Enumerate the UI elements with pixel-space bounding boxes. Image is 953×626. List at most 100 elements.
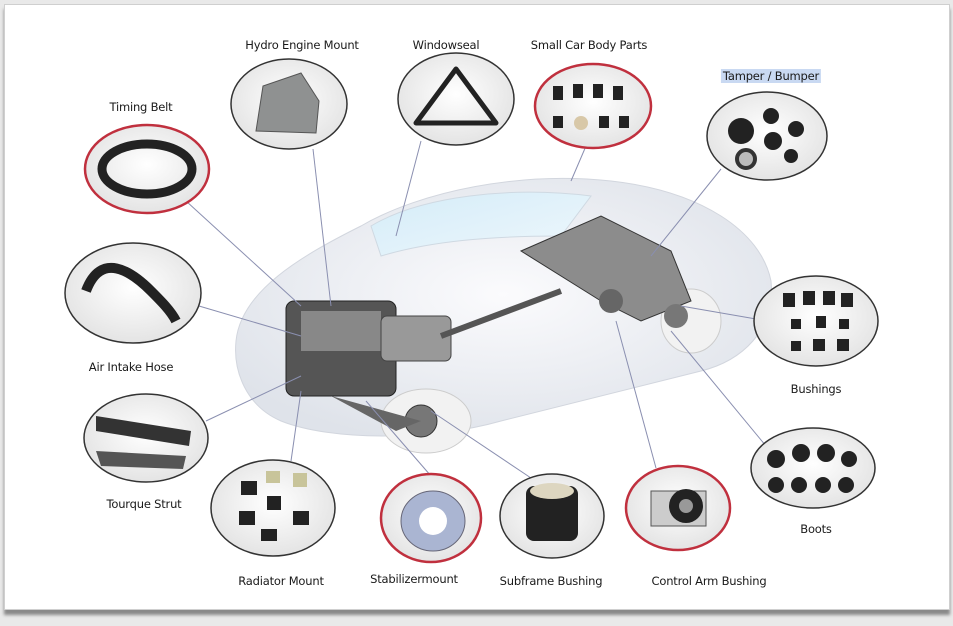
illustration-shape: [735, 148, 757, 170]
illustration-shape: [817, 444, 835, 462]
part-circle-windowseal: [397, 52, 515, 146]
part-circle-timing-belt: [83, 123, 211, 215]
label-air-intake-hose: Air Intake Hose: [88, 360, 174, 374]
connector-line: [198, 305, 302, 337]
illustration-shape: [815, 477, 831, 493]
label-radiator-mount: Radiator Mount: [238, 574, 324, 588]
label-boots: Boots: [800, 522, 832, 536]
illustration-shape: [613, 86, 623, 100]
illustration-shape: [413, 66, 499, 126]
connector-line: [312, 148, 332, 307]
illustration-shape: [837, 339, 849, 351]
illustration-shape: [593, 84, 603, 98]
connector-line: [205, 375, 302, 422]
connector-line: [290, 390, 302, 462]
connector-line: [680, 305, 757, 320]
illustration-shape: [838, 477, 854, 493]
illustration-shape: [803, 291, 815, 305]
label-control-arm-bushing: Control Arm Bushing: [651, 574, 767, 588]
illustration-shape: [839, 319, 849, 329]
illustration-shape: [823, 291, 835, 305]
label-bushings: Bushings: [790, 382, 842, 396]
illustration-shape: [664, 304, 688, 328]
connector-line: [365, 400, 432, 477]
connector-line: [395, 140, 422, 237]
illustration-shape: [267, 496, 281, 510]
part-circle-tamper-bumper: [706, 91, 828, 181]
illustration-shape: [526, 486, 578, 541]
illustration-shape: [380, 315, 452, 362]
illustration-shape: [553, 86, 563, 100]
illustration-shape: [783, 291, 853, 351]
illustration-shape: [791, 477, 807, 493]
illustration-shape: [64, 242, 202, 344]
illustration-shape: [763, 108, 779, 124]
illustration-shape: [679, 499, 693, 513]
chassis-drivetrain: [285, 215, 692, 438]
part-circle-tourque-strut: [83, 393, 209, 483]
illustration-shape: [553, 116, 563, 128]
illustration-shape: [791, 319, 801, 329]
part-circle-stabilizermount: [379, 472, 483, 564]
illustration-shape: [530, 483, 574, 499]
connector-line: [439, 288, 563, 339]
illustration-shape: [96, 451, 186, 469]
part-circle-small-car-body-parts: [533, 62, 653, 150]
illustration-shape: [841, 451, 857, 467]
connector-line: [650, 168, 722, 257]
connector-line: [430, 410, 532, 479]
illustration-shape: [791, 341, 801, 351]
illustration-shape: [239, 511, 255, 525]
illustration-shape: [255, 72, 320, 134]
illustration-shape: [266, 471, 280, 483]
label-subframe-bushing: Subframe Bushing: [499, 574, 603, 588]
illustration-shape: [767, 444, 857, 493]
illustration-shape: [241, 481, 257, 495]
illustration-shape: [767, 450, 785, 468]
illustration-shape: [573, 84, 583, 98]
label-hydro-engine-mount: Hydro Engine Mount: [245, 38, 359, 52]
illustration-shape: [293, 473, 307, 487]
connector-lines: [185, 140, 767, 479]
illustration-shape: [301, 311, 381, 351]
car-parts-illustration: [64, 52, 879, 564]
connector-line: [615, 320, 657, 469]
illustration-shape: [728, 108, 804, 170]
illustration-shape: [783, 293, 795, 307]
diagram-card: Timing Belt Hydro Engine Mount Windowsea…: [4, 4, 950, 610]
part-circle-hydro-engine-mount: [230, 58, 348, 150]
illustration-shape: [419, 507, 447, 535]
illustration-shape: [261, 529, 277, 541]
illustration-shape: [816, 316, 826, 328]
illustration-shape: [97, 139, 197, 199]
illustration-shape: [784, 149, 798, 163]
illustration-shape: [728, 118, 754, 144]
illustration-shape: [96, 416, 191, 446]
connector-line: [185, 200, 302, 307]
illustration-shape: [370, 191, 592, 257]
part-circle-air-intake-hose: [64, 242, 202, 344]
illustration-shape: [764, 132, 782, 150]
illustration-shape: [792, 444, 810, 462]
illustration-shape: [788, 121, 804, 137]
illustration-shape: [619, 116, 629, 128]
illustration-shape: [553, 84, 629, 130]
part-circle-boots: [750, 427, 876, 509]
connector-line: [670, 330, 767, 447]
label-tourque-strut: Tourque Strut: [106, 497, 182, 511]
label-timing-belt: Timing Belt: [109, 100, 173, 114]
illustration-shape: [81, 263, 181, 324]
part-circle-radiator-mount: [210, 459, 336, 557]
part-circle-control-arm-bushing: [624, 464, 732, 552]
label-windowseal: Windowseal: [412, 38, 480, 52]
illustration-shape: [599, 289, 623, 313]
illustration-shape: [533, 62, 653, 150]
part-circle-bushings: [753, 275, 879, 367]
connector-line: [570, 145, 587, 182]
illustration-shape: [768, 477, 784, 493]
label-tamper-bumper: Tamper / Bumper: [720, 69, 822, 83]
illustration-shape: [813, 339, 825, 351]
part-circle-subframe-bushing: [499, 473, 605, 559]
illustration-shape: [331, 396, 421, 431]
illustration-shape: [599, 116, 609, 128]
